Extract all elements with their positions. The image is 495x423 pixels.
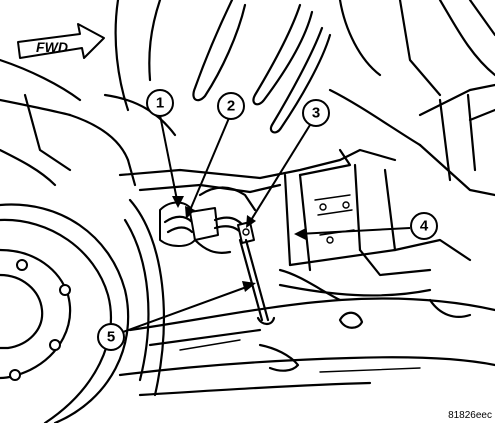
brake-rotor [0, 198, 165, 423]
callout-5: 5 [97, 323, 125, 351]
callout-number: 1 [156, 95, 164, 112]
callout-number: 2 [227, 98, 235, 115]
arrowhead-2 [185, 206, 195, 219]
leader-arrowheads [172, 196, 306, 292]
leader-lines [122, 114, 411, 333]
fwd-arrow: FWD [17, 23, 105, 59]
callout-1: 1 [146, 89, 174, 117]
arrowhead-4 [294, 228, 306, 240]
callout-number: 3 [312, 105, 320, 122]
leader-line-5 [122, 284, 253, 333]
leader-line-3 [247, 124, 311, 226]
lower-control-arm [118, 268, 495, 397]
callout-number: 4 [420, 218, 429, 235]
figure-code: 81826eec [448, 410, 492, 421]
callout-number: 5 [107, 329, 115, 346]
callout-2: 2 [217, 92, 245, 120]
frame-rail [118, 148, 472, 277]
leader-line-1 [159, 114, 179, 206]
leader-line-4 [297, 227, 411, 235]
arrowhead-3 [246, 215, 256, 228]
arrowhead-5 [242, 281, 256, 292]
body-structure [0, 0, 495, 197]
fwd-label: FWD [36, 39, 68, 55]
leader-line-2 [187, 117, 230, 216]
arrowhead-1 [172, 196, 184, 208]
height-sensor-assembly [159, 186, 276, 326]
callout-4: 4 [410, 212, 438, 240]
callout-3: 3 [302, 99, 330, 127]
